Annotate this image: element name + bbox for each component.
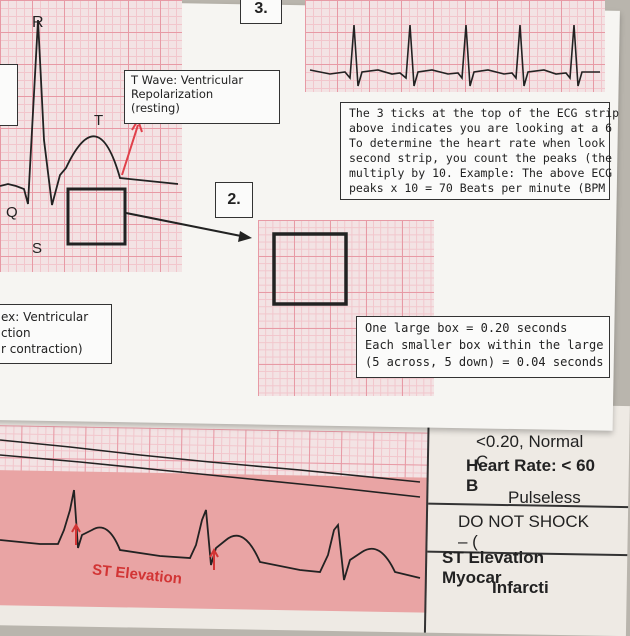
peak-label-q: Q <box>6 204 18 221</box>
section-2-label: 2. <box>227 191 241 208</box>
peak-label-r: R <box>32 14 44 31</box>
t-wave-arrow <box>121 117 143 176</box>
lower-row-st-elevation: ST Elevation Myocar <box>442 548 545 587</box>
box-grid <box>258 220 434 396</box>
enlarged-large-box <box>272 232 348 306</box>
box-info-line-2: Each smaller box within the large <box>365 338 604 352</box>
peak-label-t: T <box>94 112 104 129</box>
lower-ecg-trace-bottom <box>0 454 421 498</box>
strip-line-5: multiply by 10. Example: The above ECG <box>349 166 613 180</box>
upper-traces <box>0 19 600 306</box>
strip-line-1: The 3 ticks at the top of the ECG strip <box>349 106 620 120</box>
t-wave-box-line-2: Repolarization <box>131 87 214 101</box>
lower-row-heart-rate: Heart Rate: < 60 B <box>466 456 595 495</box>
box-info-line-3: (5 across, 5 down) = 0.04 seconds <box>365 355 604 369</box>
qrs-box-line-1: ex: Ventricular <box>1 310 89 324</box>
section-2-marker: 2. <box>215 182 253 218</box>
t-wave-box-line-3: (resting) <box>131 101 180 115</box>
lower-row-normal: <0.20, Normal C <box>476 432 584 471</box>
peak-label-s: S <box>32 240 43 257</box>
lower-ecg-trace-top <box>0 439 421 483</box>
p-wave-box-partial <box>0 64 18 126</box>
section-3-label: 3. <box>254 0 268 17</box>
ecg-strip-trace <box>309 24 600 87</box>
box-info-line-1: One large box = 0.20 seconds <box>365 321 568 335</box>
section-3-marker: 3. <box>240 0 282 24</box>
st-elevation-trace <box>0 489 421 581</box>
connector-arrowhead <box>238 231 252 242</box>
qrs-box-line-3: r contraction) <box>1 342 83 356</box>
strip-line-4: second strip, you count the peaks (the <box>349 151 613 165</box>
strip-line-3: To determine the heart rate when look <box>349 136 606 150</box>
pqrst-grid <box>0 0 182 272</box>
lower-row-do-not-shock: DO NOT SHOCK – ( <box>458 512 589 551</box>
lower-ecg-traces <box>0 439 421 581</box>
sample-large-box <box>66 187 127 246</box>
t-wave-box: T Wave: Ventricular Repolarization (rest… <box>124 70 280 124</box>
qrs-box-line-2: ction <box>1 326 31 340</box>
st-arrow-2 <box>209 547 219 570</box>
connector-arrow <box>125 212 247 238</box>
qrs-box: ex: Ventricular ction r contraction) <box>0 304 112 364</box>
box-size-info: One large box = 0.20 seconds Each smalle… <box>356 316 610 378</box>
strip-explanation-box: The 3 ticks at the top of the ECG strip … <box>340 102 620 200</box>
lower-row-infarction: Infarcti <box>492 578 549 597</box>
strip-line-6: peaks x 10 = 70 Beats per minute (BPM <box>349 181 606 195</box>
st-arrow-1 <box>71 522 81 545</box>
strip-line-2: above indicates you are looking at a 6 <box>349 121 613 135</box>
t-wave-box-line-1: T Wave: Ventricular <box>131 73 244 87</box>
pqrst-waveform <box>0 19 179 206</box>
lower-row-pulseless: Pulseless <box>508 488 581 507</box>
